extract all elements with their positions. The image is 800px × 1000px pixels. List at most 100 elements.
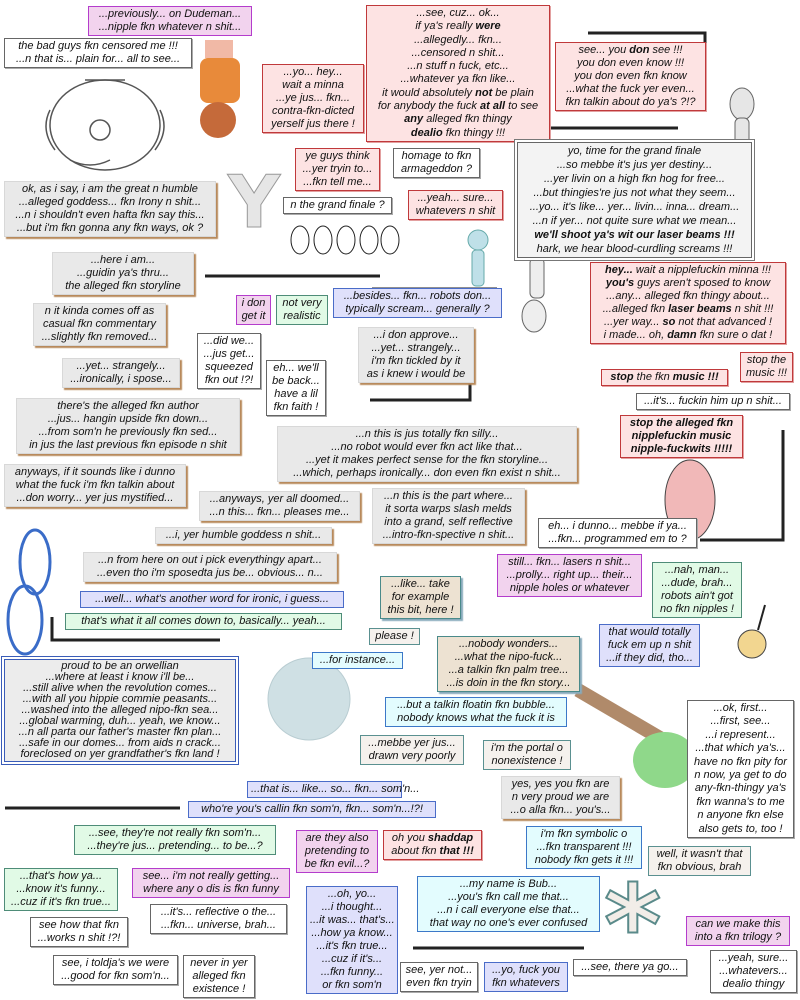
bubble-line: pretending to: [304, 845, 370, 857]
text: if ya's really: [415, 20, 476, 33]
bubble-line: ...it was... that's...: [310, 914, 395, 926]
big-y-letter: Y: [227, 160, 281, 245]
bubble-line: you don even know !!!: [576, 57, 684, 69]
speech-bubble: ...that's how ya......know it's funny...…: [4, 868, 118, 911]
bubble-line: hey... wait a nipplefuckin minna !!!: [594, 264, 782, 277]
text: for anybody the fuck: [377, 100, 480, 113]
bubble-line: ...good for fkn som'n...: [61, 970, 170, 982]
bubble-line: ...but i'm fkn gonna any fkn ways, ok ?: [16, 222, 204, 234]
bubble-line: ...whatever ya fkn like...: [400, 73, 516, 86]
bubble-line: ...dude, brah...: [661, 577, 733, 589]
bold-text: shaddap: [427, 832, 474, 844]
bubble-line: ...even tho i'm sposedta jus be... obvio…: [97, 567, 323, 579]
bubble-line: stop the: [746, 354, 787, 366]
bubble-line: ...yet it makes perfect sense for the fk…: [305, 454, 549, 466]
speech-bubble: see... i'm not really getting...where an…: [132, 868, 290, 898]
bubble-line: into a grand, self reflective: [384, 516, 513, 528]
bubble-line: for example: [391, 591, 450, 603]
bubble-line: see, yer not...: [405, 964, 473, 976]
bubble-line: ...did we...: [203, 335, 255, 347]
bubble-line: in jus the last previous fkn episode n s…: [29, 439, 227, 451]
bubble-line: yerself jus there !: [271, 118, 355, 130]
bubble-line: ...ironically, i spose...: [70, 373, 172, 385]
bubble-line: we'll shoot ya's wit our laser beams !!!: [521, 228, 748, 242]
bubble-line: nobody knows what the fuck it is: [397, 712, 555, 724]
speech-bubble: there's the alleged fkn author...jus... …: [16, 398, 240, 454]
bubble-line: ...yo... hey...: [283, 66, 343, 78]
bubble-line: ...o alla fkn... you's...: [510, 804, 611, 816]
bubble-line: ...oh, yo...: [327, 888, 377, 900]
bubble-line: dealio thingy: [722, 978, 785, 990]
bubble-line: be fkn evil...?: [304, 858, 370, 870]
speech-bubble: ...it's... fuckin him up n shit...: [636, 393, 790, 410]
bubble-line: ...washed into the alleged nipo-fkn sea.…: [21, 704, 219, 716]
speech-bubble: ...that is... like... so... fkn... som'n…: [247, 781, 419, 798]
palm-tree: [574, 683, 697, 788]
speech-bubble: hey... wait a nipplefuckin minna !!!you'…: [590, 262, 786, 344]
bubble-line: can we make this: [695, 918, 781, 930]
text: be plain: [492, 86, 534, 99]
bubble-line: ...how ya know...: [311, 927, 393, 939]
speech-bubble: who're you's callin fkn som'n, fkn... so…: [188, 801, 436, 818]
bubble-line: please !: [375, 630, 414, 642]
bubble-line: ...alleged fkn laser beams n shit !!!: [594, 303, 782, 316]
bubble-line: i made... oh, damn fkn sure o dat !: [594, 329, 782, 342]
upside-down-figures-row: [290, 225, 400, 255]
speech-bubble: stop the fkn music !!!: [601, 369, 728, 386]
speech-bubble: ...previously... on Dudeman......nipple …: [88, 6, 252, 36]
text: ...alleged fkn: [602, 303, 669, 315]
bubble-line: ...from som'n he previously fkn sed...: [38, 426, 218, 438]
bubble-line: ...yer livin on a high fkn hog for free.…: [544, 173, 725, 185]
text: i made... oh,: [603, 329, 668, 341]
bold-text: we'll shoot ya's wit our laser beams !!!: [534, 229, 735, 241]
bubble-line: ...prolly... right up... their...: [506, 569, 633, 581]
bubble-line: also gets to, too !: [698, 822, 783, 835]
bold-text: music !!!: [672, 371, 719, 383]
bubble-line: ...here i am...: [90, 254, 156, 266]
text: the fkn: [633, 371, 673, 383]
text: to see: [505, 100, 539, 113]
bubble-line: music !!!: [746, 367, 787, 379]
upside-down-scribble-character: [45, 79, 165, 171]
bubble-line: ...i represent...: [705, 728, 776, 741]
bubble-line: hark, we hear blood-curdling screams !!!: [536, 243, 733, 255]
bubble-line: nipplefuckin music: [624, 430, 739, 443]
bubble-line: ...yo... it's like... yer... livin... in…: [529, 201, 740, 213]
bold-text: hey...: [605, 264, 633, 276]
speech-bubble: ...yet... strangely......ironically, i s…: [62, 358, 180, 388]
bubble-line: stop the fkn music !!!: [605, 371, 724, 384]
text: not that advanced !: [675, 316, 772, 328]
bubble-line: fuck em up n shit: [607, 639, 692, 651]
speech-bubble: ...yeah... sure...whatevers n shit: [408, 190, 503, 220]
speech-bubble: please !: [369, 628, 420, 645]
bubble-line: see how that fkn: [38, 919, 120, 931]
bubble-line: casual fkn commentary: [42, 318, 157, 330]
bold-text: that !!!: [439, 845, 474, 857]
text: oh you: [391, 832, 428, 844]
bold-text: nipple-fuckwits !!!!!: [630, 443, 733, 455]
bubble-line: fkn obvious, brah: [657, 861, 742, 873]
bubble-line: see... you don see !!!: [559, 44, 702, 57]
bubble-line: ...fkn... universe, brah...: [161, 919, 276, 931]
bubble-line: ...any... alleged fkn thingy about...: [606, 290, 770, 302]
bubble-line: where any o dis is fkn funny: [143, 883, 279, 895]
bubble-line: ...first, see...: [710, 715, 771, 728]
bold-text: were: [475, 20, 501, 33]
speech-bubble: ...ok, first......first, see......i repr…: [687, 700, 794, 839]
bubble-line: ...ok, first...: [713, 702, 768, 714]
bubble-line: armageddon ?: [401, 163, 472, 175]
bubble-line: ...n all parta our father's master fkn p…: [18, 726, 222, 738]
bubble-line: robots ain't got: [661, 590, 733, 602]
bubble-line: ...censored n shit...: [411, 46, 505, 59]
bubble-line: who're you's callin fkn som'n, fkn... so…: [201, 803, 423, 815]
bubble-line: get it: [241, 310, 266, 322]
bubble-line: realistic: [283, 310, 321, 322]
speech-bubble: see, i toldja's we were...good for fkn s…: [53, 955, 178, 985]
